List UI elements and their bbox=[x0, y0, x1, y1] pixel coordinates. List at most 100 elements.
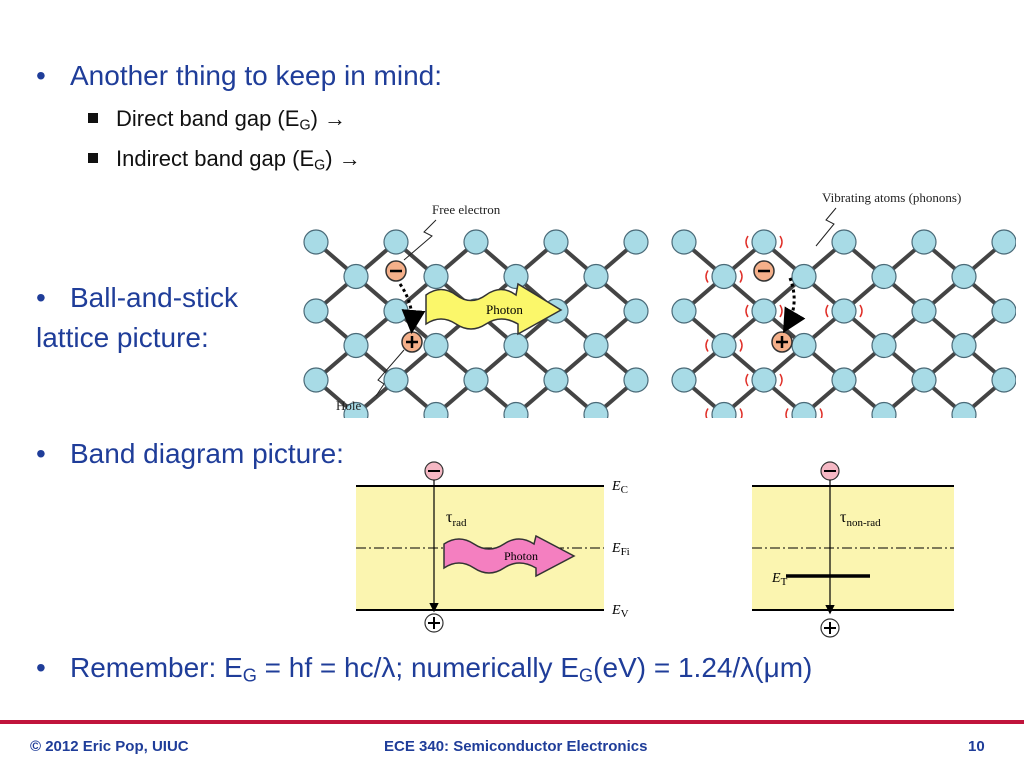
bullet-band-diagram: •Band diagram picture: bbox=[36, 438, 344, 469]
vibration-mark bbox=[825, 304, 829, 318]
atom-icon bbox=[951, 332, 977, 359]
atom-icon bbox=[383, 298, 409, 324]
atom-icon bbox=[991, 298, 1016, 324]
photon-label: Photon bbox=[486, 302, 523, 317]
vibration-mark bbox=[745, 304, 749, 318]
square-bullet-icon bbox=[88, 113, 98, 124]
atom-icon bbox=[871, 263, 897, 290]
square-bullet-icon bbox=[88, 153, 98, 164]
bullet-remember: •Remember: EG = hf = hc/λ; numerically E… bbox=[36, 652, 813, 686]
vibration-mark bbox=[739, 339, 743, 352]
sub-bullet-indirect-gap: Indirect band gap (EG) → bbox=[88, 146, 361, 174]
recombination-arrow bbox=[782, 277, 806, 334]
atom-icon bbox=[791, 401, 817, 418]
vibration-mark bbox=[705, 408, 709, 418]
ec-label: EC bbox=[611, 479, 628, 496]
atom-icon bbox=[463, 367, 489, 393]
atom-icon bbox=[751, 298, 777, 324]
atom-icon bbox=[911, 298, 937, 324]
atom-icon bbox=[383, 229, 409, 255]
vibration-mark bbox=[745, 373, 749, 387]
ev-label: EV bbox=[611, 603, 629, 620]
atom-icon bbox=[543, 229, 569, 255]
atom-icon bbox=[303, 229, 329, 255]
lattice-direct-figure: Photon Free electron Hole bbox=[303, 202, 649, 418]
efi-label: EFi bbox=[611, 541, 630, 558]
band-diagram-radiative: τrad Photon EC EFi EV bbox=[356, 461, 630, 633]
atom-icon bbox=[831, 298, 857, 324]
bullet-text: Another thing to keep in mind: bbox=[70, 60, 443, 91]
photon-label: Photon bbox=[504, 549, 538, 563]
hole-label: Hole bbox=[336, 398, 362, 413]
vibration-mark bbox=[859, 304, 863, 318]
free-electron-label: Free electron bbox=[432, 202, 501, 217]
recombination-arrow bbox=[398, 283, 426, 334]
atom-icon bbox=[991, 229, 1016, 255]
vibration-mark bbox=[785, 408, 789, 418]
atom-icon bbox=[623, 367, 649, 393]
bullet-keep-in-mind: • Another thing to keep in mind: bbox=[36, 60, 442, 92]
bullet-dot: • bbox=[36, 60, 46, 91]
photon-arrow-icon bbox=[425, 282, 563, 336]
phonons-pointer bbox=[815, 207, 837, 247]
atom-icon bbox=[343, 263, 369, 290]
atom-icon bbox=[751, 367, 777, 393]
phonons-label: Vibrating atoms (phonons) bbox=[822, 190, 961, 205]
lattice-atoms bbox=[671, 229, 1016, 418]
atom-icon bbox=[583, 401, 609, 418]
atom-icon bbox=[583, 263, 609, 290]
atom-icon bbox=[583, 332, 609, 359]
hole-pointer bbox=[375, 349, 405, 397]
atom-icon bbox=[671, 367, 697, 393]
atom-icon bbox=[831, 229, 857, 255]
atom-icon bbox=[503, 263, 529, 290]
atom-icon bbox=[463, 229, 489, 255]
photon-arrow-icon bbox=[443, 534, 576, 578]
vibration-mark bbox=[819, 408, 823, 418]
atom-icon bbox=[503, 332, 529, 359]
vibration-mark bbox=[745, 235, 749, 249]
atom-icon bbox=[911, 367, 937, 393]
tau-nonrad-label: τnon-rad bbox=[840, 509, 881, 529]
atom-icon bbox=[831, 367, 857, 393]
bullet-dot: • bbox=[36, 438, 46, 469]
atom-icon bbox=[871, 332, 897, 359]
footer-page-number: 10 bbox=[968, 738, 985, 755]
bullet-dot: • bbox=[36, 652, 46, 683]
vibration-mark bbox=[705, 339, 709, 352]
lattice-indirect-figure: Vibrating atoms (phonons) bbox=[671, 190, 1016, 418]
footer-divider bbox=[0, 720, 1024, 724]
atom-icon bbox=[343, 332, 369, 359]
vibration-mark bbox=[779, 373, 783, 387]
atom-icon bbox=[671, 229, 697, 255]
vibration-mark bbox=[779, 304, 783, 318]
vibration-mark bbox=[705, 270, 709, 283]
atom-icon bbox=[423, 401, 449, 418]
tau-rad-label: τrad bbox=[446, 509, 467, 529]
et-label: ET bbox=[771, 571, 788, 588]
free-electron-pointer bbox=[403, 219, 437, 261]
sub-bullet-direct-gap: Direct band gap (EG) → bbox=[88, 106, 346, 134]
atom-icon bbox=[423, 332, 449, 359]
vibration-mark bbox=[739, 270, 743, 283]
atom-icon bbox=[791, 263, 817, 290]
atom-icon bbox=[343, 401, 369, 418]
atom-icon bbox=[383, 367, 409, 393]
footer-course-title: ECE 340: Semiconductor Electronics bbox=[384, 738, 648, 755]
bullet-ball-and-stick: •Ball-and-stick bbox=[36, 282, 239, 313]
atom-icon bbox=[951, 263, 977, 290]
atom-icon bbox=[623, 229, 649, 255]
vibration-mark bbox=[739, 408, 743, 418]
atom-icon bbox=[871, 401, 897, 418]
atom-icon bbox=[303, 367, 329, 393]
atom-icon bbox=[671, 298, 697, 324]
atom-icon bbox=[543, 367, 569, 393]
bullet-ball-and-stick-line2: lattice picture: bbox=[36, 322, 209, 353]
atom-icon bbox=[423, 263, 449, 290]
atom-icon bbox=[951, 401, 977, 418]
atom-icon bbox=[303, 298, 329, 324]
band-diagram-nonradiative: τnon-rad ET bbox=[752, 461, 954, 638]
atom-icon bbox=[503, 401, 529, 418]
atom-icon bbox=[791, 332, 817, 359]
atom-icon bbox=[711, 401, 737, 418]
